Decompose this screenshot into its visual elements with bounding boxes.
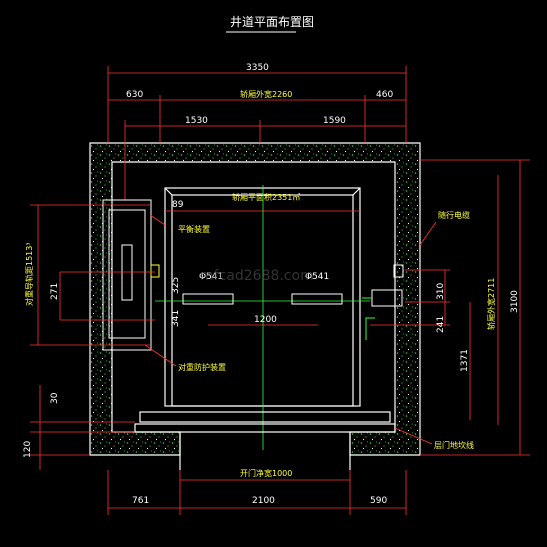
dim-right-shaft-depth: 轿厢外宽2711 xyxy=(486,278,496,330)
dim-car-top-gap: 89 xyxy=(172,200,184,210)
cwt-guard-leader xyxy=(144,344,177,367)
dim-left-half: 1530 xyxy=(185,116,208,126)
elevator-car xyxy=(164,187,361,407)
dim-bottom-right: 590 xyxy=(370,496,387,506)
center-lines xyxy=(155,185,370,450)
shaft-walls xyxy=(89,142,421,456)
dim-bottom-left: 761 xyxy=(132,496,149,506)
dim-total-depth: 3100 xyxy=(510,290,520,313)
bottom-dimensions xyxy=(107,470,407,515)
car-rails xyxy=(182,293,343,305)
cwt-guard-label: 对重防护装置 xyxy=(178,362,226,372)
dim-door-width: 开门净宽1000 xyxy=(240,468,292,478)
right-green-stub xyxy=(365,317,375,340)
door-sill-leader xyxy=(394,427,433,445)
car-area-label: 轿厢平面积2351㎡ xyxy=(232,192,300,202)
dim-sill-gap: 30 xyxy=(50,392,60,404)
drawing-title: 井道平面布置图 xyxy=(230,15,314,29)
dim-bottom-center: 2100 xyxy=(252,496,275,506)
top-dimensions xyxy=(107,66,407,200)
dim-bottom-gap: 120 xyxy=(23,441,33,458)
dim-left-offset: 630 xyxy=(126,90,143,100)
dim-right-depth: 1371 xyxy=(460,349,470,372)
dim-right-half: 1590 xyxy=(323,116,346,126)
counterweight xyxy=(102,199,160,351)
dim-cwt-depth: 271 xyxy=(50,283,60,300)
dim-overall-width: 3350 xyxy=(246,63,269,73)
right-dimensions xyxy=(370,159,530,456)
rail-right-label: Φ541 xyxy=(305,272,329,282)
buffer-label: 平衡装置 xyxy=(178,224,210,234)
buffer-leader xyxy=(149,214,166,226)
right-equipment xyxy=(362,264,404,307)
dim-cwt-left-label: 对重导轨距1513³ xyxy=(24,242,34,306)
dim-right-gap-a: 310 xyxy=(436,283,446,300)
watermark: mfcad2688.com xyxy=(200,268,314,284)
dim-cwt-offset-a: 325 xyxy=(171,277,181,294)
dim-shaft-depth: 轿厢外宽2260 xyxy=(240,89,292,99)
cwt-dimensions xyxy=(30,204,155,346)
travel-cable-leader xyxy=(419,221,437,246)
travel-cable-label: 随行电缆 xyxy=(438,210,470,220)
dim-rail-span: 1200 xyxy=(254,315,277,325)
left-bottom-dimensions xyxy=(30,385,135,470)
door-sill-label: 层门地坎线 xyxy=(434,440,474,450)
dim-right-offset: 460 xyxy=(376,90,393,100)
dim-right-gap-b: 241 xyxy=(436,316,446,333)
rail-left-label: Φ541 xyxy=(199,272,223,282)
dim-cwt-offset-b: 341 xyxy=(171,310,181,327)
